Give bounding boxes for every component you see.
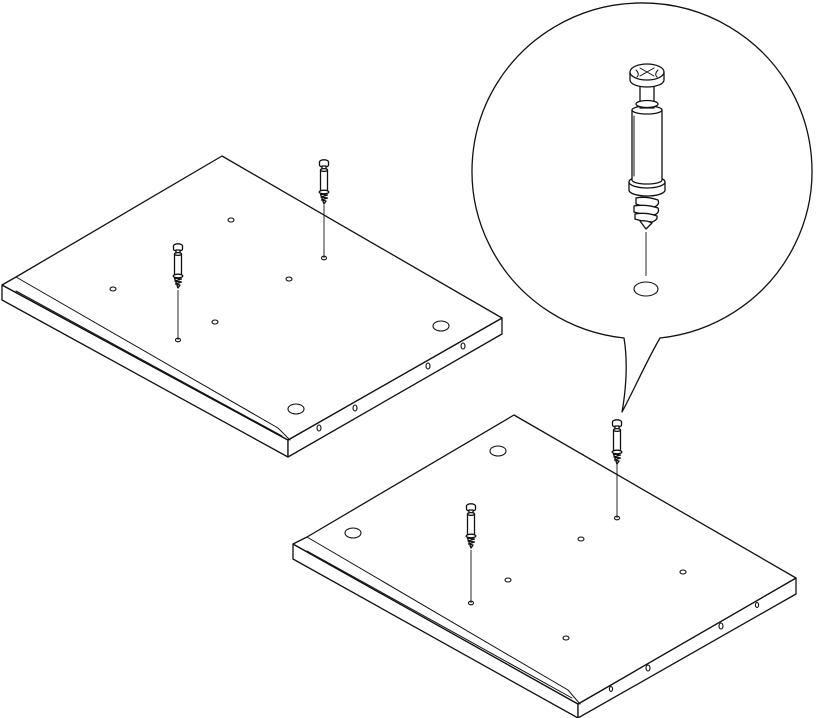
panel-right-groove-line: [306, 536, 581, 705]
panel-right-groove-line-2: [306, 550, 573, 699]
panel-right-edge-hole: [608, 686, 614, 692]
panel-right-small-hole: [577, 536, 585, 542]
panel-left-edge-hole: [352, 404, 358, 412]
detail-callout-bubble: [471, 2, 813, 413]
panel-left-small-hole: [285, 276, 293, 282]
panel-right-edge-hole: [718, 622, 724, 630]
detail-neck-ring: [635, 99, 659, 109]
panel-right-small-hole: [562, 635, 570, 641]
panel-left-groove-line-2: [15, 290, 283, 437]
panel-right-top-face: [292, 414, 797, 705]
panel-left-large-hole: [432, 320, 450, 332]
detail-target-hole: [633, 281, 659, 297]
panel-left-top-face: [1, 155, 503, 441]
panel-left-small-hole: [109, 286, 117, 292]
panel-left-edge-hole: [425, 362, 431, 370]
detail-phillips-slot: [639, 67, 655, 77]
panel-right: [292, 414, 797, 718]
detail-shaft: [631, 109, 663, 185]
panel-right-large-hole: [344, 527, 362, 539]
panel-right-small-hole: [504, 577, 512, 583]
detail-thread-tip: [639, 220, 653, 230]
panel-right-edge-hole: [754, 602, 760, 608]
panel-left-small-hole: [211, 319, 219, 325]
panel-right-small-hole: [679, 569, 687, 575]
cam-bolt-icon: [172, 243, 184, 289]
cam-bolt-icon: [465, 503, 477, 549]
panel-right-large-hole: [489, 445, 507, 457]
panel-left-small-hole: [227, 217, 235, 223]
detail-head-detail: [635, 69, 659, 78]
panel-left-edge-hole: [460, 342, 466, 350]
cam-bolt-icon: [318, 159, 330, 205]
cam-bolt-detail: [628, 63, 666, 297]
panel-left-large-hole: [287, 403, 305, 415]
panel-left-edge-hole: [316, 424, 322, 432]
cam-bolt-icon: [611, 419, 623, 465]
panel-left: [1, 155, 503, 458]
panel-right-edge-hole: [645, 664, 651, 672]
panel-left-groove-line: [15, 276, 291, 441]
